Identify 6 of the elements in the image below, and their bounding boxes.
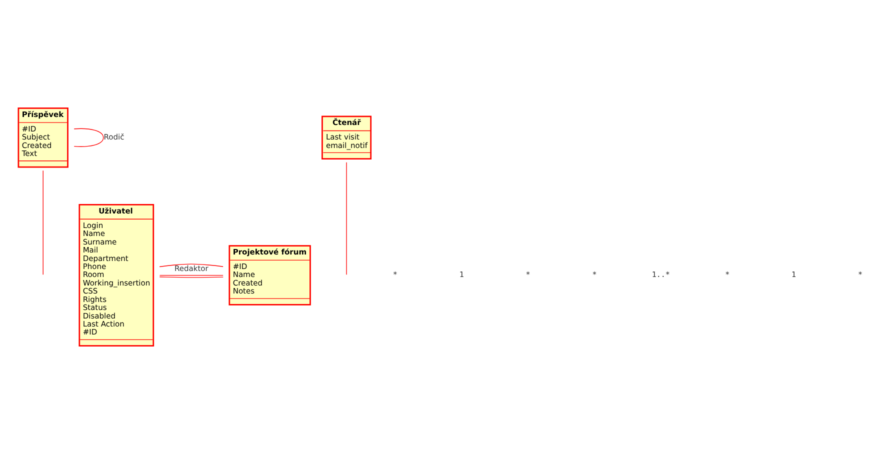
connector — [159, 263, 224, 267]
connector — [42, 170, 44, 274]
connector — [346, 162, 347, 274]
connector — [74, 128, 104, 146]
connector — [159, 276, 224, 278]
connector — [159, 274, 224, 276]
